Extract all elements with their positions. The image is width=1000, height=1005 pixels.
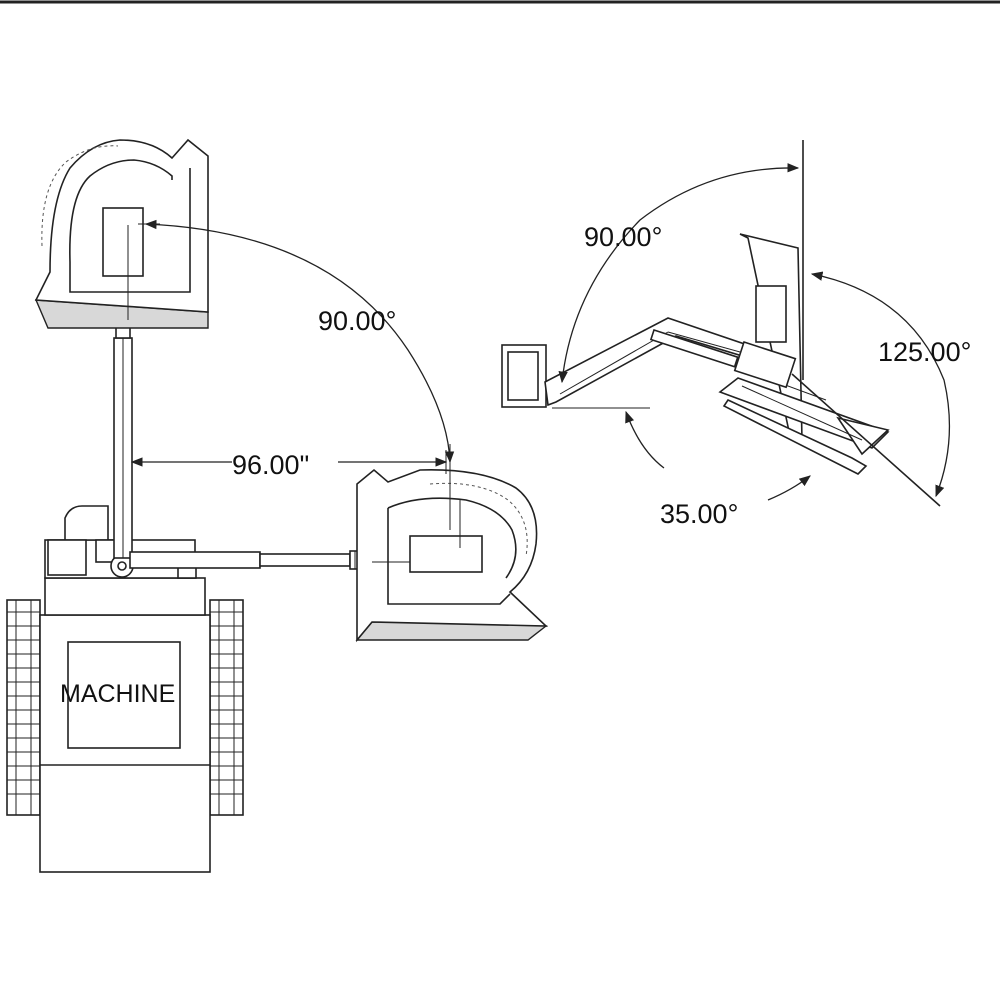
tilt-down-angle-label: 35.00° xyxy=(660,499,738,529)
side-view-assembly xyxy=(501,140,941,507)
right-track-treads xyxy=(210,600,243,815)
machine-cab xyxy=(67,641,181,749)
left-track xyxy=(6,599,41,816)
mower-motor-side xyxy=(409,535,483,573)
mower-head-forward xyxy=(34,138,209,329)
tilt-up-angle-label: 125.00° xyxy=(878,337,971,367)
vertical-angle-label: 90.00° xyxy=(584,222,662,252)
reach-width-dimension xyxy=(130,450,448,474)
swing-angle-label: 90.00° xyxy=(318,306,396,336)
left-track-treads xyxy=(7,600,40,815)
swing-angle-dimension xyxy=(138,219,461,548)
boom-arm-side xyxy=(129,550,373,570)
machine-label: MACHINE xyxy=(60,680,175,708)
side-angle-dimensions xyxy=(558,163,951,501)
machine-body xyxy=(6,505,244,873)
right-track xyxy=(209,599,244,816)
boom-arm-forward xyxy=(113,311,133,559)
mower-head-side xyxy=(355,468,549,643)
mower-motor-forward xyxy=(102,207,144,277)
reach-width-label: 96.00" xyxy=(232,450,309,480)
machine-front-deck xyxy=(44,577,206,616)
